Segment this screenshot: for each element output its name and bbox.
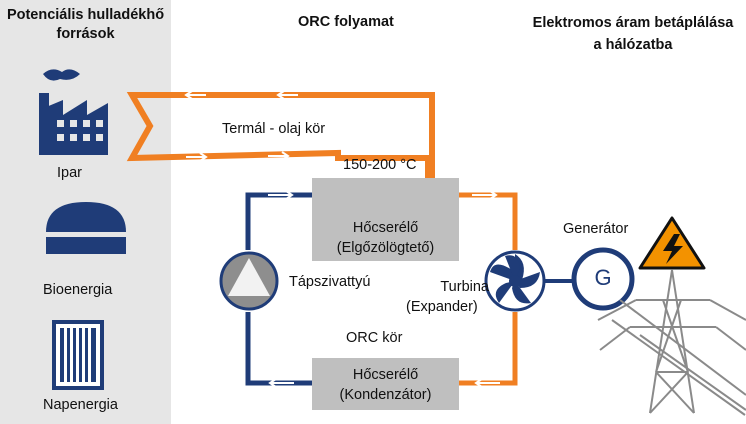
generator-label: Generátor	[563, 221, 629, 237]
flow-arrows-orc	[268, 190, 500, 388]
transmission-tower-icon	[597, 269, 746, 416]
generator-symbol: G	[594, 265, 612, 290]
flow-arrows-thermal	[184, 90, 298, 162]
evaporator-box	[312, 178, 459, 261]
turbine-icon	[484, 250, 546, 312]
thermal-temperature-label: 150-200 °C	[343, 157, 417, 173]
evaporator-label-line2: (Elgőzölögtető)	[336, 240, 435, 256]
thermal-loop-label: Termál - olaj kör	[222, 121, 326, 137]
orc-process-heading: ORC folyamat	[298, 14, 394, 30]
condenser-label-line1: Hőcserélő	[352, 367, 419, 383]
dome-icon	[46, 202, 126, 254]
solar-panel-icon	[52, 320, 104, 390]
grid-heading: Elektromos áram betáplálása a hálózatba	[532, 15, 734, 53]
orc-loop-label: ORC kör	[346, 330, 403, 346]
source-solar-label: Napenergia	[43, 397, 118, 413]
factory-icon	[39, 69, 108, 155]
sources-heading: Potenciális hulladékhő források	[6, 7, 165, 42]
evaporator-label-line1: Hőcserélő	[352, 220, 419, 236]
source-industry-label: Ipar	[57, 165, 82, 181]
condenser-label-line2: (Kondenzátor)	[339, 387, 432, 403]
high-voltage-warning-icon	[638, 216, 706, 270]
condenser-box	[312, 358, 459, 410]
source-bioenergy-label: Bioenergia	[43, 282, 113, 298]
turbine-label-line1: Turbina	[440, 279, 489, 295]
thermal-oil-loop	[126, 92, 435, 212]
evaporator-label: Hőcserélő (Elgőzölögtető)	[312, 218, 459, 258]
pump-icon	[219, 251, 279, 311]
turbine-label-line2: (Expander)	[406, 299, 478, 315]
condenser-label: Hőcserélő (Kondenzátor)	[312, 365, 459, 405]
pump-label: Tápszivattyú	[289, 274, 371, 290]
generator-icon	[571, 247, 635, 311]
